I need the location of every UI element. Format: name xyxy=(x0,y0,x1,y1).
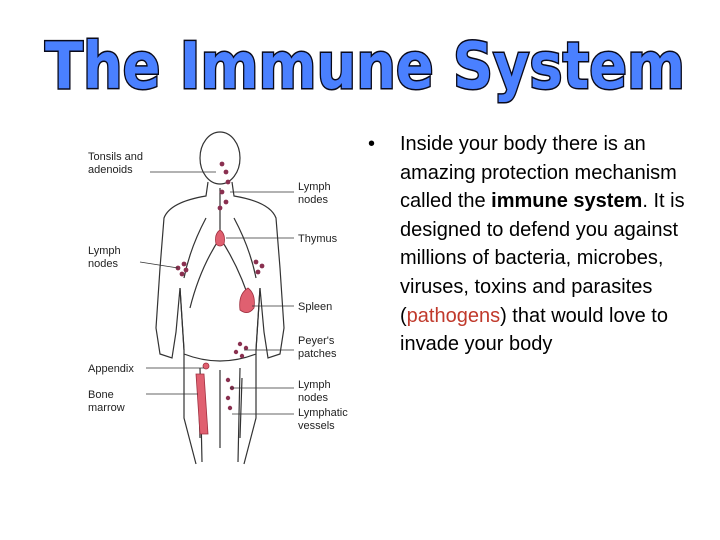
arm-lines xyxy=(179,287,261,351)
label-spleen: Spleen xyxy=(298,301,332,313)
bullet-text-part3: ) that would love to invade your body xyxy=(400,304,668,356)
bullet-text-part1: Inside your body there is an amazing pro… xyxy=(400,133,677,213)
lymph-vessel-lines xyxy=(183,188,257,439)
label-appendix: Appendix xyxy=(88,363,134,375)
lymph-node-dots xyxy=(175,161,265,411)
thymus-organ xyxy=(215,229,225,247)
label-thymus: Thymus xyxy=(298,233,338,245)
bullet-list: • Inside your body there is an amazing p… xyxy=(368,130,698,359)
slide-title-text: The Immune System xyxy=(45,30,685,104)
label-tonsils: Tonsils and adenoids xyxy=(88,151,146,176)
slide-title: The Immune System xyxy=(44,29,687,106)
leader-lines xyxy=(139,171,294,415)
label-lymphatic-vessels: Lymphatic vessels xyxy=(298,407,351,432)
label-bone-marrow: Bone marrow xyxy=(88,389,125,414)
bullet-mark: • xyxy=(368,133,376,155)
bullet-text: Inside your body there is an amazing pro… xyxy=(400,130,698,359)
immune-system-term: immune system xyxy=(491,190,643,213)
body-outline xyxy=(155,181,285,465)
bullet-item: • Inside your body there is an amazing p… xyxy=(368,130,698,359)
pathogens-term: pathogens xyxy=(406,304,501,327)
immune-system-diagram: Tonsils and adenoids Lymph nodes Thymus … xyxy=(88,131,351,465)
label-peyers-patches: Peyer's patches xyxy=(298,335,337,360)
label-lymph-nodes-lower: Lymph nodes xyxy=(298,379,334,404)
spleen-organ xyxy=(239,287,255,313)
label-lymph-nodes-upper: Lymph nodes xyxy=(298,181,334,206)
appendix-organ xyxy=(202,362,210,370)
head-outline xyxy=(199,131,241,185)
bullet-text-part2: . It is designed to defend you against m… xyxy=(400,190,685,327)
bone-marrow-organ xyxy=(195,373,209,435)
label-lymph-nodes-left: Lymph nodes xyxy=(88,245,124,270)
